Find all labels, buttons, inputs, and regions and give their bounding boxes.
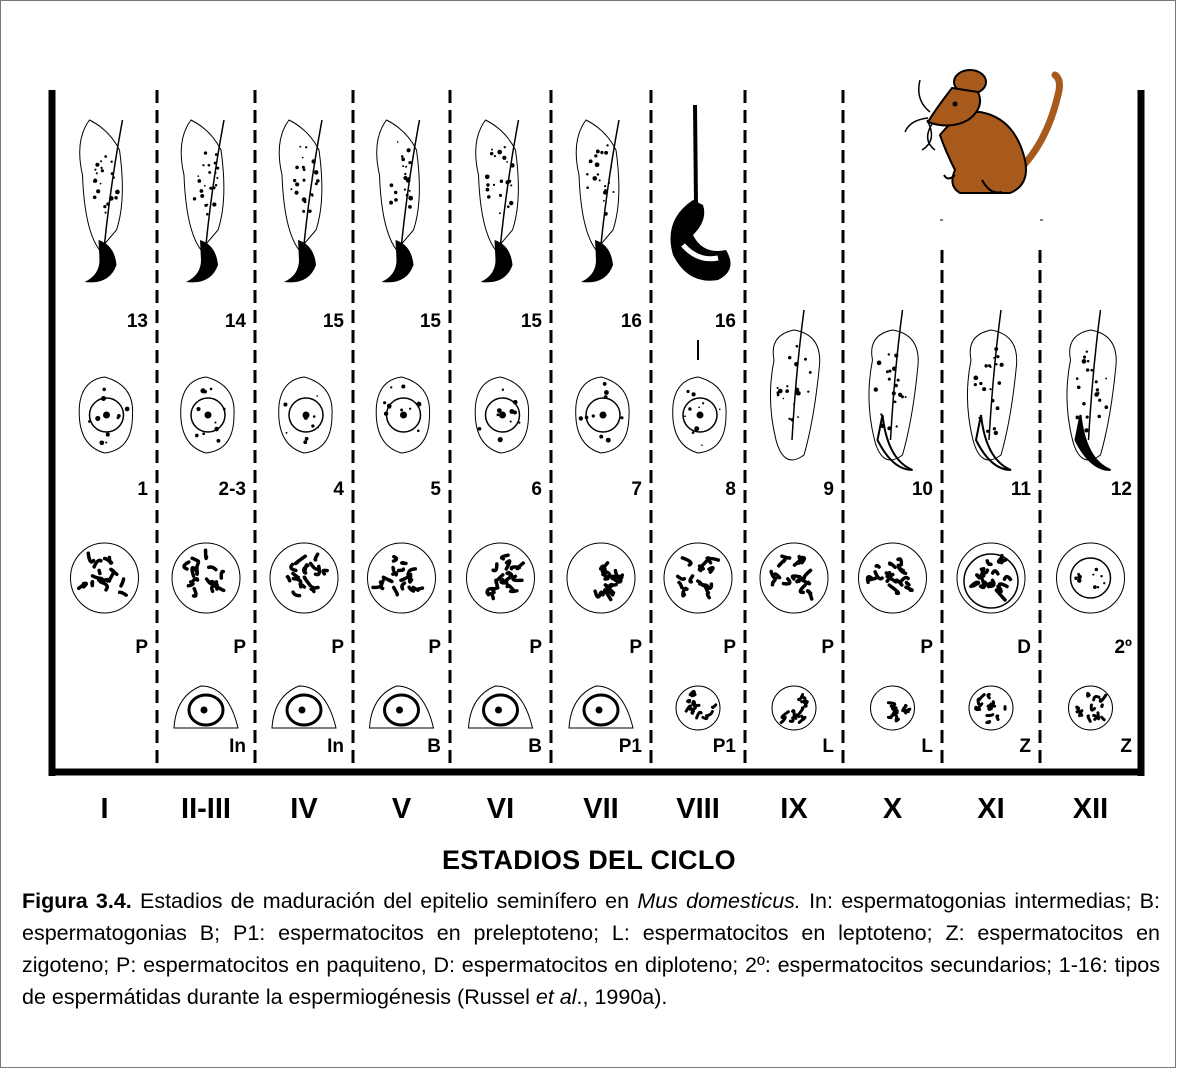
spermatid-early-cell [79,377,132,453]
caption-species: Mus domesticus. [637,889,801,913]
spermatogonia-label: P1 [713,736,737,757]
spermatid-early-cell [576,377,629,453]
spermatocyte-cell [1057,543,1125,613]
spermatid-early-label: 10 [912,479,933,500]
spermatid-early-label: 5 [430,479,441,500]
spermatocyte-cell [760,543,828,613]
spermatogonia-label: In [327,736,344,757]
spermatid-late-label: 16 [621,311,642,332]
spermatid-early-cell [181,377,234,453]
spermatocyte-cell [859,543,927,613]
spermatid-early-label: 7 [631,479,642,500]
spermatocyte-label: P [233,637,246,658]
spermatid-early-cell [967,310,1016,470]
figure-caption: Figura 3.4. Estadios de maduración del e… [22,885,1160,1013]
stage-label: VIII [676,793,720,826]
spermatid-early-cell [475,377,528,453]
spermatogonia-label: L [822,736,834,757]
spermatocyte-cell [467,543,535,613]
stage-diagram: 13 14 15 15 15 16 16 1 2-3 4 5 6 7 8 9 10 11 12P P P P P P P P P D… [0,0,1178,800]
stage-label: X [883,793,902,826]
spermatogonium-cell [370,686,434,728]
spermatocyte-cell [957,543,1025,613]
spermatocyte-label: 2º [1114,637,1132,658]
caption-label: Figura 3.4. [22,889,132,913]
spermatogonia-label: Z [1019,736,1031,757]
spermatocyte-label: P [135,637,148,658]
mouse-icon [905,70,1059,220]
caption-text: ., 1990a). [577,985,668,1009]
stage-label: II-III [181,793,231,826]
spermatid-late-label: 15 [420,311,442,332]
spermatogonium-cell [1069,686,1113,730]
spermatid-late-cell [576,120,619,282]
spermatogonia-label: P1 [619,736,643,757]
spermatocyte-label: D [1017,637,1031,658]
spermatid-early-cell [869,310,918,470]
spermatid-early-cell [673,340,726,453]
spermatogonia-label: Z [1120,736,1132,757]
spermatid-late-label: 16 [715,311,736,332]
spermatid-early-label: 12 [1111,479,1132,500]
spermatid-late-label: 15 [323,311,345,332]
spermatogonia-label: B [427,736,441,757]
spermatocyte-label: P [629,637,642,658]
spermatogonium-cell [569,686,633,728]
spermatid-early-label: 1 [137,479,148,500]
stage-label: IV [290,793,317,826]
spermatid-early-label: 4 [333,479,344,500]
spermatogonium-cell [871,686,915,730]
spermatid-late-cell [279,120,322,282]
spermatid-early-label: 2-3 [219,479,246,500]
spermatocyte-label: P [821,637,834,658]
spermatid-late-cell [80,120,123,282]
spermatocyte-cell [368,543,436,613]
spermatocyte-cell [71,543,139,613]
spermatogonium-cell [469,686,533,728]
spermatogonium-cell [772,686,816,730]
spermatocyte-label: P [331,637,344,658]
stage-label: XII [1073,793,1108,826]
caption-text: Estadios de maduración del epitelio semi… [132,889,638,913]
spermatid-early-label: 9 [823,479,834,500]
stage-label: IX [780,793,807,826]
spermatocyte-cell [664,543,732,613]
axis-title: ESTADIOS DEL CICLO [0,845,1178,876]
caption-etal: et al [536,985,577,1009]
spermatocyte-label: P [428,637,441,658]
spermatocyte-cell [270,543,338,613]
spermatid-early-cell [770,310,819,460]
spermatogonium-cell [272,686,336,728]
stage-label: VII [583,793,618,826]
stage-label: I [100,793,108,826]
spermatocyte-label: P [920,637,933,658]
stage-label: V [392,793,411,826]
spermatid-late-label: 13 [127,311,148,332]
spermatid-late-label: 15 [521,311,543,332]
spermatid-early-label: 8 [725,479,736,500]
spermatid-early-cell [279,377,332,453]
spermatid-late-cell [181,120,224,282]
spermatid-early-cell [376,377,429,453]
stage-label: VI [487,793,514,826]
spermatogonium-cell [969,686,1013,730]
spermatid-late-cell [671,105,731,281]
spermatocyte-label: P [723,637,736,658]
spermatid-late-cell [476,120,519,282]
spermatid-late-cell [377,120,420,282]
spermatid-early-cell [1067,310,1116,470]
spermatid-early-label: 11 [1011,479,1032,500]
spermatid-early-label: 6 [531,479,542,500]
spermatogonium-cell [174,686,238,728]
spermatid-late-label: 14 [225,311,247,332]
stage-label: XI [977,793,1004,826]
spermatogonia-label: In [229,736,246,757]
spermatogonia-label: B [528,736,542,757]
spermatocyte-cell [567,543,635,613]
spermatocyte-cell [172,543,240,613]
spermatogonia-label: L [921,736,933,757]
spermatogonium-cell [676,686,720,730]
spermatocyte-label: P [529,637,542,658]
